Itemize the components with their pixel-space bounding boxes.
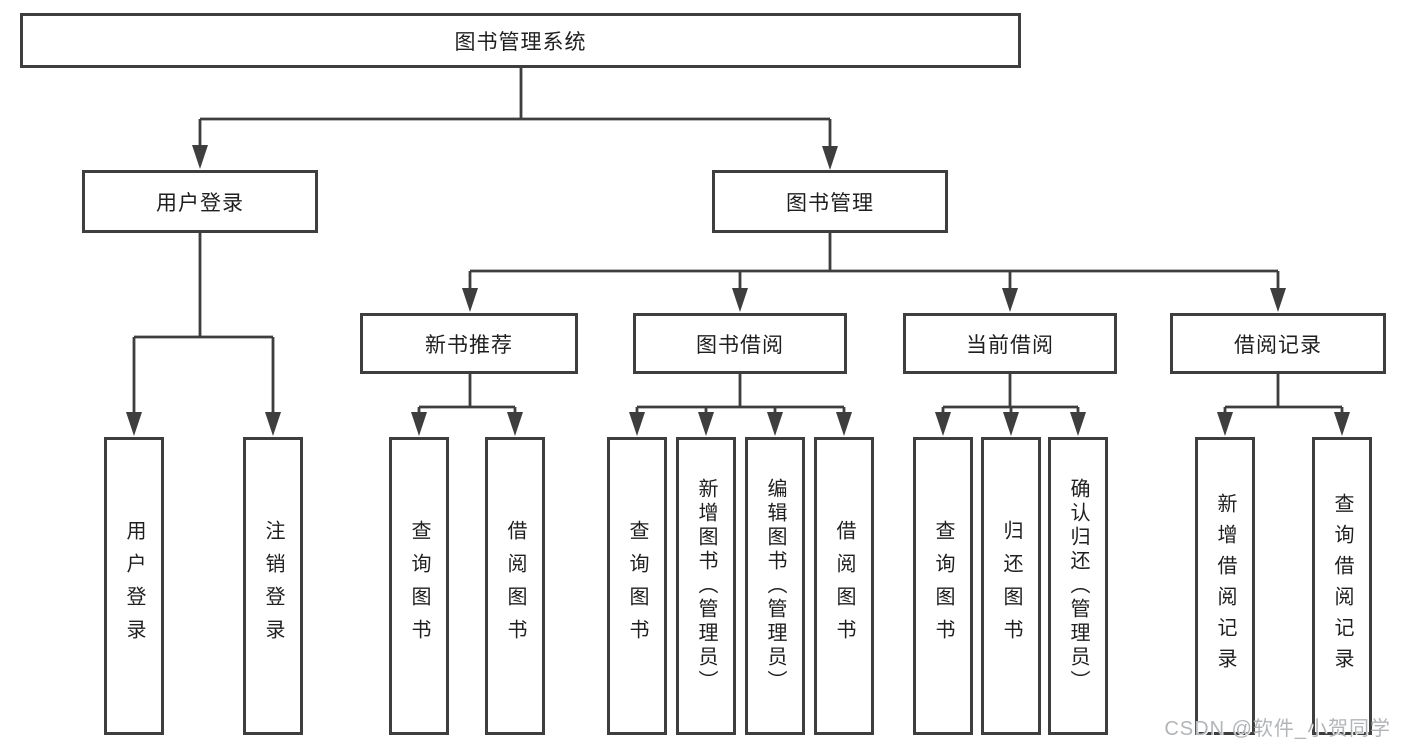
leaf-borrow-books-newrec: 借阅图书 (485, 437, 545, 735)
leaf-query-books-current: 查询图书 (913, 437, 973, 735)
leaf-confirm-return-admin: 确认归还（管理员） (1048, 437, 1108, 735)
leaf-query-books-newrec: 查询图书 (389, 437, 449, 735)
leaf-add-book-admin-label: 新增图书（管理员） (695, 478, 717, 694)
leaf-query-borrow-record-label: 查询借阅记录 (1331, 493, 1353, 679)
csdn-watermark: CSDN @软件_小贺同学 (1164, 718, 1391, 740)
leaf-borrow-books-borrow: 借阅图书 (814, 437, 874, 735)
leaf-edit-book-admin: 编辑图书（管理员） (745, 437, 805, 735)
leaf-user-login: 用户登录 (104, 437, 164, 735)
leaf-query-books-newrec-label: 查询图书 (408, 520, 430, 652)
node-book-borrowing-label: 图书借阅 (696, 333, 784, 357)
leaf-return-book-label: 归还图书 (1000, 520, 1022, 652)
leaf-query-books-borrow: 查询图书 (607, 437, 667, 735)
leaf-add-borrow-record: 新增借阅记录 (1195, 437, 1255, 735)
node-user-login-group: 用户登录 (82, 170, 318, 233)
leaf-query-books-borrow-label: 查询图书 (626, 520, 648, 652)
leaf-borrow-books-borrow-label: 借阅图书 (833, 520, 855, 652)
leaf-query-borrow-record: 查询借阅记录 (1312, 437, 1372, 735)
leaf-confirm-return-admin-label: 确认归还（管理员） (1067, 478, 1089, 694)
leaf-edit-book-admin-label: 编辑图书（管理员） (764, 478, 786, 694)
node-new-book-recommend: 新书推荐 (360, 313, 578, 374)
node-borrowing-records: 借阅记录 (1170, 313, 1386, 374)
node-book-management: 图书管理 (712, 170, 948, 233)
leaf-add-borrow-record-label: 新增借阅记录 (1214, 493, 1236, 679)
node-current-borrowing: 当前借阅 (903, 313, 1117, 374)
leaf-user-login-label: 用户登录 (123, 520, 145, 652)
leaf-query-books-current-label: 查询图书 (932, 520, 954, 652)
node-book-management-label: 图书管理 (786, 191, 874, 215)
leaf-add-book-admin: 新增图书（管理员） (676, 437, 736, 735)
node-new-book-recommend-label: 新书推荐 (425, 333, 513, 357)
leaf-borrow-books-newrec-label: 借阅图书 (504, 520, 526, 652)
node-root-label: 图书管理系统 (454, 30, 587, 54)
node-root: 图书管理系统 (20, 13, 1021, 68)
leaf-return-book: 归还图书 (981, 437, 1041, 735)
node-user-login-group-label: 用户登录 (156, 191, 244, 215)
node-book-borrowing: 图书借阅 (633, 313, 847, 374)
node-borrowing-records-label: 借阅记录 (1234, 333, 1322, 357)
leaf-logout: 注销登录 (243, 437, 303, 735)
leaf-logout-label: 注销登录 (262, 520, 284, 652)
node-current-borrowing-label: 当前借阅 (966, 333, 1054, 357)
